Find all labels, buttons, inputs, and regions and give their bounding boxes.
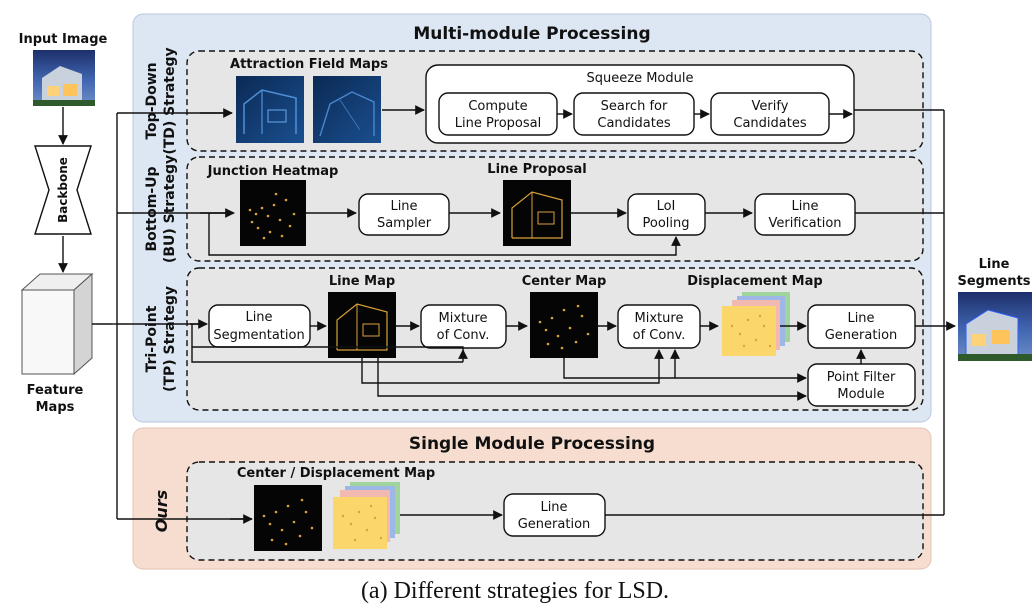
tp-centermap-filter	[563, 358, 807, 383]
svg-text:Tri-Point: Tri-Point	[144, 305, 160, 372]
point-filter-l2: Module	[837, 387, 884, 402]
mixture-conv-1-l2: of Conv.	[437, 328, 490, 343]
svg-text:(TP) Strategy: (TP) Strategy	[162, 286, 178, 392]
ours-line-generation-l2: Generation	[518, 517, 591, 532]
ours-line-generation-l1: Line	[540, 500, 567, 515]
line-sampler-l1: Line	[390, 199, 417, 214]
svg-text:Bottom-Up: Bottom-Up	[144, 166, 160, 251]
tp-linemap-filter	[377, 358, 807, 401]
line-sampler-l2: Sampler	[377, 216, 432, 231]
feature-maps-label-1: Feature	[27, 383, 84, 398]
loi-pooling-l2: Pooling	[643, 216, 690, 231]
line-segments-label-1: Line	[979, 257, 1010, 272]
feature-maps-block	[20, 272, 94, 376]
junction-heatmap	[240, 180, 306, 246]
loi-pooling-node	[627, 193, 706, 236]
search-candidates-l1: Search for	[601, 99, 668, 114]
td-strategy-label: Top-Down (TD) Strategy	[144, 47, 178, 154]
ours-map-title: Center / Displacement Map	[237, 466, 435, 481]
attraction-field-map-1	[236, 76, 304, 143]
backbone-block	[34, 145, 92, 235]
bu-bypass-line	[208, 213, 681, 256]
svg-text:Ours: Ours	[152, 490, 171, 532]
compute-line-proposal-l1: Compute	[468, 99, 527, 114]
input-image	[33, 50, 95, 106]
mixture-conv-2-l2: of Conv.	[633, 328, 686, 343]
afm-title: Attraction Field Maps	[230, 57, 388, 72]
squeeze-module-title: Squeeze Module	[587, 71, 694, 86]
line-proposal-title: Line Proposal	[487, 162, 586, 177]
tp-bypass-low	[191, 347, 463, 363]
line-verification-l1: Line	[791, 199, 818, 214]
line-verification-node	[754, 193, 856, 236]
line-segments-label-2: Segments	[957, 274, 1030, 289]
compute-line-proposal-l2: Line Proposal	[455, 116, 541, 131]
tp-bypass-mix1	[191, 324, 464, 350]
line-verification-l2: Verification	[768, 216, 841, 231]
attraction-field-map-2	[313, 76, 381, 143]
backbone-label: Backbone	[56, 157, 70, 223]
svg-text:(BU) Strategy: (BU) Strategy	[162, 155, 178, 263]
center-map-image	[530, 292, 598, 358]
figure-caption: (a) Different strategies for LSD.	[361, 578, 669, 604]
line-segmentation-l2: Segmentation	[213, 328, 304, 343]
multi-module-title: Multi-module Processing	[413, 24, 650, 44]
search-candidates-l2: Candidates	[597, 116, 670, 131]
ours-displacement-stack	[333, 482, 400, 549]
tp-line-generation-l1: Line	[847, 311, 874, 326]
line-map-image	[328, 292, 396, 358]
point-filter-l1: Point Filter	[827, 370, 896, 385]
ours-center-map	[254, 485, 322, 551]
line-segmentation-l1: Line	[245, 310, 272, 325]
tp-strategy-label: Tri-Point (TP) Strategy	[144, 286, 178, 392]
svg-text:Top-Down: Top-Down	[144, 62, 160, 139]
loi-pooling-l1: LoI	[657, 199, 676, 214]
center-map-title: Center Map	[522, 274, 607, 289]
mixture-conv-2-l1: Mixture	[635, 311, 684, 326]
verify-candidates-l1: Verify	[752, 99, 789, 114]
ours-label: Ours	[152, 490, 171, 532]
line-proposal-image	[503, 180, 571, 246]
junction-heatmap-title: Junction Heatmap	[207, 164, 339, 179]
line-segments-image	[958, 292, 1032, 361]
svg-text:(TD) Strategy: (TD) Strategy	[162, 47, 178, 154]
tp-linemap-mix2	[361, 349, 664, 384]
bu-strategy-label: Bottom-Up (BU) Strategy	[144, 155, 178, 263]
verify-candidates-l2: Candidates	[733, 116, 806, 131]
displacement-map-title: Displacement Map	[687, 274, 822, 289]
feature-maps-label-2: Maps	[36, 400, 75, 415]
displacement-map-stack	[722, 292, 790, 356]
mixture-conv-1-l1: Mixture	[439, 311, 488, 326]
input-image-title: Input Image	[19, 32, 108, 47]
line-sampler-node	[358, 193, 450, 236]
tp-line-generation-l2: Generation	[825, 328, 898, 343]
trunk-line	[92, 112, 250, 520]
line-map-title: Line Map	[329, 274, 395, 289]
single-module-title: Single Module Processing	[409, 434, 655, 454]
